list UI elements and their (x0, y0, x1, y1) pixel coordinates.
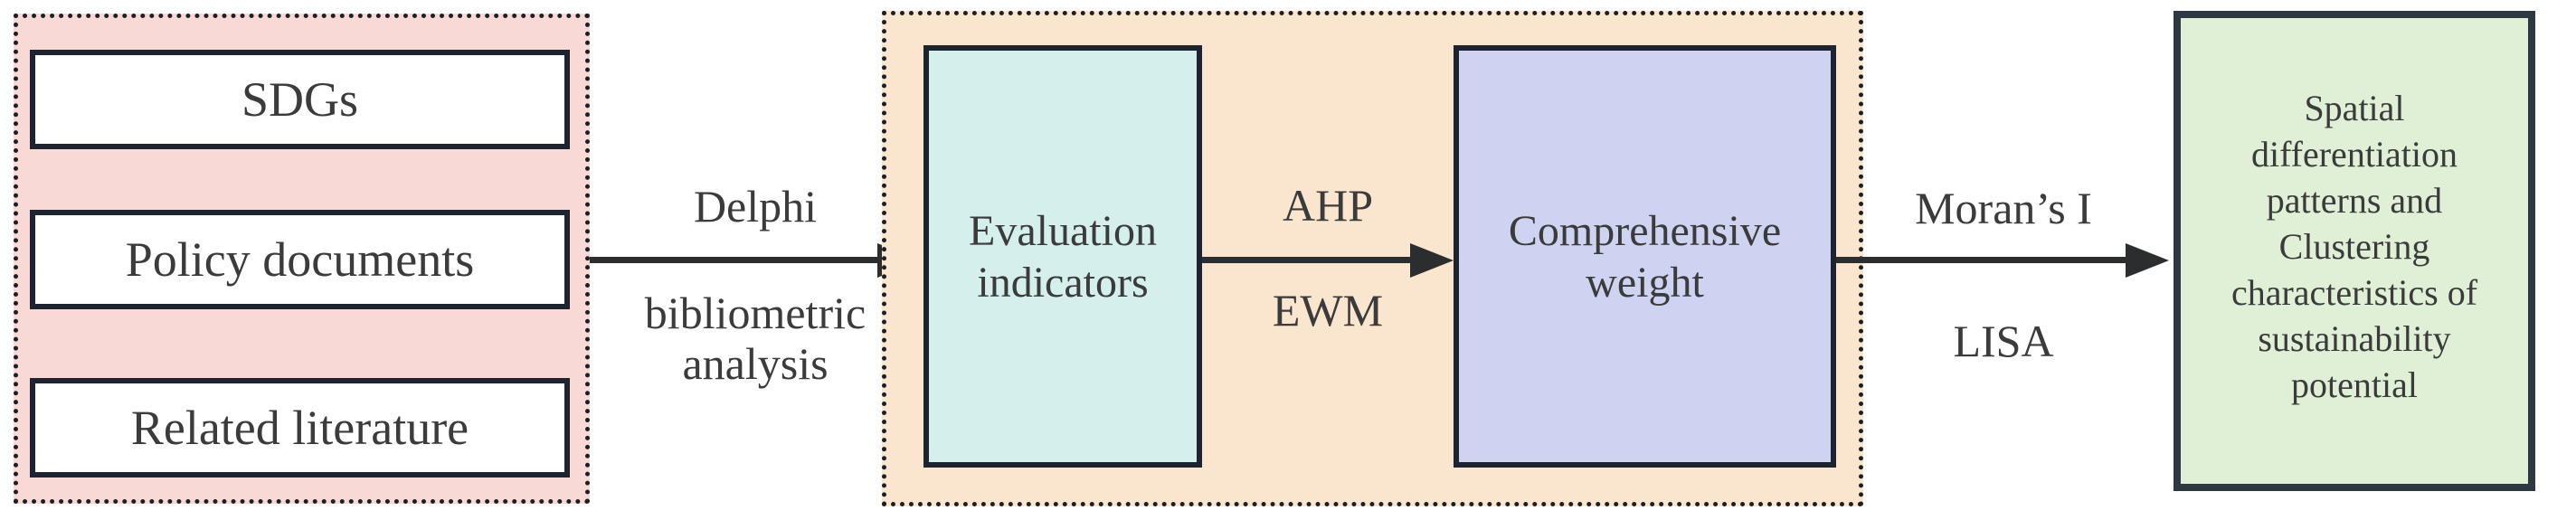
arrow-label-lisa: LISA (1953, 316, 2054, 366)
arrow-sources-to-indicators-line (590, 257, 879, 263)
input-sources-group: SDGs Policy documents Related literature (14, 14, 590, 504)
node-policy-documents-label: Policy documents (125, 232, 475, 287)
node-comprehensive-weight-label: Comprehensive weight (1508, 206, 1782, 307)
arrow-label-bibliometric-analysis: bibliometric analysis (644, 288, 867, 389)
node-comprehensive-weight: Comprehensive weight (1454, 45, 1836, 468)
arrow-indicators-to-weight-line (1202, 257, 1412, 263)
node-policy-documents: Policy documents (30, 210, 570, 309)
node-sdgs-label: SDGs (241, 72, 359, 127)
node-sdgs: SDGs (30, 50, 570, 149)
arrow-weight-to-output-head (2126, 243, 2169, 278)
arrow-weight-to-output-line (1836, 257, 2127, 263)
node-output-spatial-patterns-label: Spatial differentiation patterns and Clu… (2230, 88, 2478, 405)
arrow-label-morans-i: Moran’s I (1915, 183, 2092, 233)
arrow-indicators-to-weight-head (1410, 243, 1454, 278)
node-related-literature-label: Related literature (130, 401, 469, 455)
node-output-spatial-patterns: Spatial differentiation patterns and Clu… (2174, 11, 2535, 491)
node-related-literature: Related literature (30, 378, 570, 477)
arrow-label-ahp: AHP (1282, 180, 1374, 231)
node-evaluation-indicators-label: Evaluation indicators (969, 206, 1157, 307)
arrow-label-delphi: Delphi (693, 181, 818, 232)
arrow-label-ewm: EWM (1272, 285, 1384, 336)
node-evaluation-indicators: Evaluation indicators (923, 45, 1202, 468)
